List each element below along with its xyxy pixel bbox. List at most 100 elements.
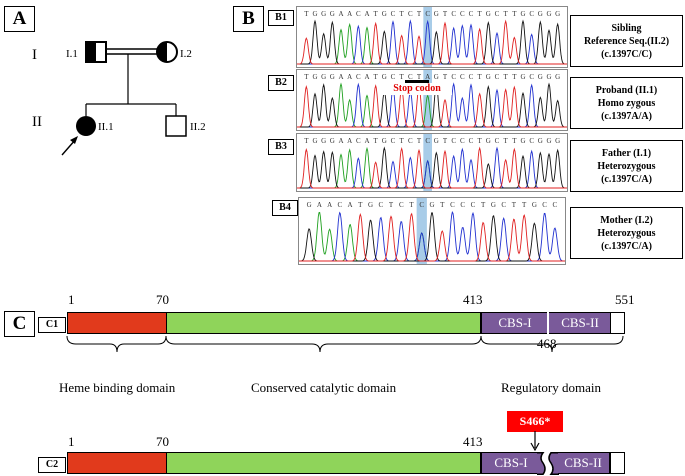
info-b3-line2: Heterozygous [597,160,656,172]
base-call: G [555,73,560,81]
base-call: C [529,73,534,81]
base-call: T [417,73,422,81]
c1-cbs-divider [547,312,549,335]
base-call: T [417,10,422,18]
base-call: T [400,137,405,145]
generation-ii-label: II [32,114,42,130]
base-call: G [486,137,491,145]
base-call: C [529,10,534,18]
domain-label-catalytic: Conserved catalytic domain [251,380,397,395]
base-call: G [546,73,551,81]
base-call: T [504,137,509,145]
base-call: G [321,137,326,145]
pedigree-sibling-ii2 [165,115,187,137]
base-call: T [440,201,445,209]
base-call: G [546,137,551,145]
domain-braces [66,335,624,353]
info-box-b1: Sibling Reference Seq.(II.2) (c.1397C/C) [570,15,683,67]
c2-cbs-i-label: CBS-I [494,455,528,470]
base-call: G [555,10,560,18]
mutation-site-highlight [423,134,432,191]
c1-position-70: 70 [156,292,169,307]
base-call: T [304,73,309,81]
base-call: C [495,10,500,18]
base-call: G [382,10,387,18]
base-call: C [391,10,396,18]
c2-cbs-ii-label: CBS-II [564,455,602,470]
base-call: T [417,137,422,145]
base-call: C [391,73,396,81]
base-call: A [425,73,430,81]
base-call: G [312,10,317,18]
base-call: G [520,137,525,145]
base-call: C [460,137,465,145]
base-call: C [529,137,534,145]
individual-i2-label: I.2 [180,48,192,60]
base-call: T [358,201,363,209]
base-call: C [542,201,547,209]
base-call: G [312,73,317,81]
base-call: A [364,137,369,145]
base-call: T [374,10,379,18]
base-call: A [338,73,343,81]
base-call: G [520,73,525,81]
base-call: T [443,73,448,81]
base-call: T [374,73,379,81]
base-call: C [356,73,361,81]
base-call: G [330,73,335,81]
stop-codon-label: Stop codon [382,83,452,95]
base-call: T [443,137,448,145]
trace-t [299,212,565,262]
base-call: A [348,201,353,209]
base-call: G [546,10,551,18]
base-call: A [347,137,352,145]
base-call: T [478,137,483,145]
protein-bar-c1: CBS-I CBS-II [67,312,625,335]
base-call: C [495,73,500,81]
base-call: C [495,137,500,145]
row-label-c1: C1 [38,317,66,333]
panel-a-label: A [4,6,35,32]
base-call: T [478,73,483,81]
track-label-b1: B1 [268,10,294,26]
info-b2-line3: (c.1397A/A) [601,110,652,122]
panel-c-label: C [4,311,35,337]
c2-position-413: 413 [463,434,483,449]
base-call: T [304,10,309,18]
base-call: G [486,10,491,18]
base-call: A [364,73,369,81]
base-call: G [538,73,543,81]
pedigree-chart: I II I.1 I.2 II.1 II.2 [32,41,206,156]
base-call: C [425,137,430,145]
info-b1-line3: (c.1397C/C) [601,48,652,60]
mutation-arrow-icon [530,431,540,451]
info-b1-line2: Reference Seq.(II.2) [583,35,670,47]
base-call: C [471,201,476,209]
base-call: C [356,10,361,18]
base-call: T [512,73,517,81]
c1-position-1: 1 [68,292,75,307]
info-b1-line1: Sibling [611,22,642,34]
mutation-site-highlight [416,198,427,264]
base-call: C [408,73,413,81]
individual-ii2-label: II.2 [190,121,206,133]
c1-position-413: 413 [463,292,483,307]
base-call: A [317,201,322,209]
base-call: G [555,137,560,145]
base-call: T [478,10,483,18]
c2-cbs-ii-block [558,452,610,474]
trace-t [297,146,567,189]
row-label-c2: C2 [38,457,66,473]
base-call: G [330,137,335,145]
base-call: T [374,137,379,145]
info-box-b4: Mother (I.2) Heterozygous (c.1397C/A) [570,207,683,259]
c2-heme-domain [67,452,167,474]
base-call: T [443,10,448,18]
info-b4-line3: (c.1397C/A) [601,240,652,252]
